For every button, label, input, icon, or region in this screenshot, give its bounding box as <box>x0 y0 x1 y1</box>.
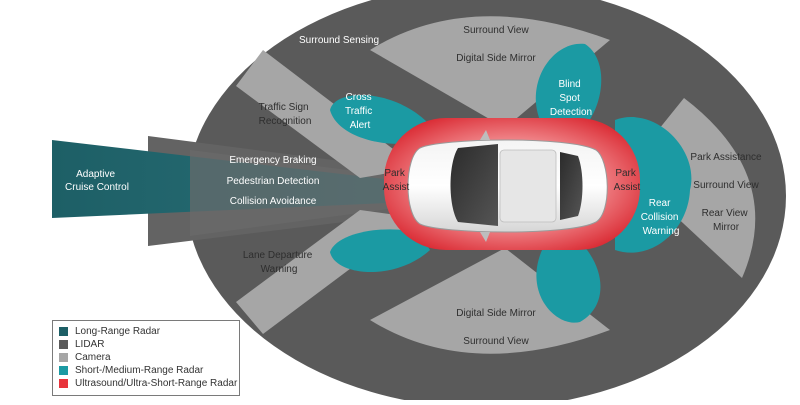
camera-bottom-sector <box>370 248 610 354</box>
legend-label: Short-/Medium-Range Radar <box>75 365 204 376</box>
traffic-sign-recognition-label: Traffic Sign Recognition <box>259 102 312 127</box>
surround-view-bottom-label: Surround View <box>463 336 529 347</box>
legend-item: LIDAR <box>59 338 233 351</box>
legend-item: Short-/Medium-Range Radar <box>59 364 233 377</box>
radar-cross-traffic-lower <box>330 229 430 273</box>
surround-view-rear-label: Surround View <box>693 180 759 191</box>
cross-traffic-alert-label: Cross Traffic Alert <box>345 92 375 131</box>
rear-view-mirror-label: Rear View Mirror <box>702 208 751 233</box>
rear-collision-warning-label: Rear Collision Warning <box>641 198 682 237</box>
camera-front-upper-sector <box>236 50 418 178</box>
legend-swatch-long-range-radar <box>59 327 68 336</box>
legend-label: Camera <box>75 352 111 363</box>
adaptive-cruise-label: Adaptive Cruise Control <box>65 169 129 193</box>
legend-swatch-short-medium-radar <box>59 366 68 375</box>
legend-label: LIDAR <box>75 339 105 350</box>
digital-side-mirror-bottom-label: Digital Side Mirror <box>456 308 536 319</box>
surround-sensing-label: Surround Sensing <box>299 35 379 46</box>
radar-blind-spot-upper <box>535 43 602 134</box>
park-assist-rear-label: Park Assist <box>614 168 641 193</box>
legend-swatch-lidar <box>59 340 68 349</box>
digital-side-mirror-top-label: Digital Side Mirror <box>456 53 536 64</box>
camera-top-sector <box>370 16 610 128</box>
legend-item: Long-Range Radar <box>59 325 233 338</box>
surround-view-top-label: Surround View <box>463 25 529 36</box>
radar-cross-traffic-upper <box>330 95 430 144</box>
legend: Long-Range Radar LIDAR Camera Short-/Med… <box>52 320 240 396</box>
legend-label: Ultrasound/Ultra-Short-Range Radar <box>75 378 238 389</box>
emergency-braking-label: Emergency Braking <box>229 155 316 166</box>
legend-swatch-ultrasound <box>59 379 68 388</box>
blind-spot-detection-label: Blind Spot Detection <box>550 79 592 118</box>
legend-swatch-camera <box>59 353 68 362</box>
legend-label: Long-Range Radar <box>75 326 161 337</box>
radar-rear-lobe <box>615 117 692 253</box>
park-assist-front-label: Park Assist <box>383 168 410 193</box>
lane-departure-warning-label: Lane Departure Warning <box>243 250 315 275</box>
pedestrian-detection-label: Pedestrian Detection <box>227 176 320 187</box>
legend-item: Camera <box>59 351 233 364</box>
radar-blind-spot-lower <box>536 240 601 323</box>
legend-item: Ultrasound/Ultra-Short-Range Radar <box>59 377 237 390</box>
park-assistance-label: Park Assistance <box>690 152 762 163</box>
collision-avoidance-label: Collision Avoidance <box>230 196 317 207</box>
car-top-view <box>407 130 608 242</box>
